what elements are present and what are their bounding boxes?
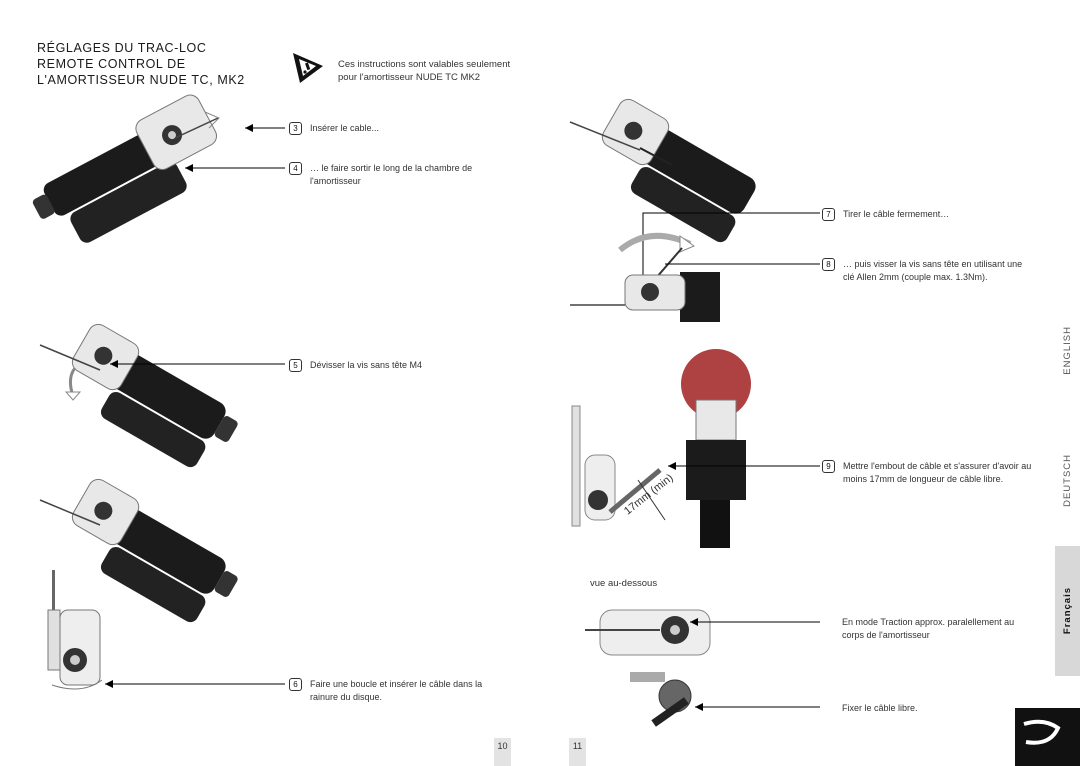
step-text: Dévisser la vis sans tête M4 bbox=[310, 360, 423, 370]
step-6: 6 Faire une boucle et insérer le câble d… bbox=[289, 678, 490, 704]
shock-illustration-5 bbox=[569, 98, 820, 282]
brand-logo-icon bbox=[1015, 708, 1080, 766]
step-number: 4 bbox=[289, 162, 302, 175]
step-5: 5 Dévisser la vis sans tête M4 bbox=[289, 359, 422, 372]
page-number-right: 11 bbox=[569, 738, 586, 766]
step-text: … le faire sortir le long de la chambre … bbox=[310, 163, 473, 186]
title-line-3: L'AMORTISSEUR NUDE TC, MK2 bbox=[37, 73, 245, 87]
bottom-note-1: En mode Traction approx. paralellement a… bbox=[842, 617, 1015, 640]
step-number: 6 bbox=[289, 678, 302, 691]
step-9: 9 Mettre l'embout de câble et s'assurer … bbox=[822, 460, 1038, 486]
tab-deutsch[interactable]: DEUTSCH bbox=[1055, 448, 1080, 512]
step-3: 3 Insérer le cable... bbox=[289, 122, 379, 135]
bottom-view-illustration bbox=[585, 609, 820, 727]
step-text: Faire une boucle et insérer le câble dan… bbox=[310, 679, 483, 702]
tab-francais-label: Français bbox=[1062, 587, 1073, 635]
bottom-note-2: Fixer le câble libre. bbox=[842, 703, 918, 713]
warning-line-2: pour l'amortisseur NUDE TC MK2 bbox=[338, 72, 481, 83]
title-line-2: REMOTE CONTROL DE bbox=[37, 57, 186, 71]
step-4: 4 … le faire sortir le long de la chambr… bbox=[289, 162, 500, 188]
shock-illustration-6 bbox=[570, 232, 820, 322]
step-8: 8 … puis visser la vis sans tête en util… bbox=[822, 258, 1033, 284]
step-number: 3 bbox=[289, 122, 302, 135]
shock-illustration-7 bbox=[571, 349, 820, 548]
step-number: 9 bbox=[822, 460, 835, 473]
tab-english[interactable]: ENGLISH bbox=[1055, 320, 1080, 380]
bottom-view-label: vue au-dessous bbox=[590, 578, 658, 589]
shock-illustration-4 bbox=[47, 570, 285, 690]
title-line-1: RÉGLAGES DU TRAC-LOC bbox=[37, 41, 207, 55]
step-number: 7 bbox=[822, 208, 835, 221]
step-text: Tirer le câble fermement… bbox=[843, 209, 950, 219]
tab-deutsch-label: DEUTSCH bbox=[1062, 453, 1073, 507]
shock-illustration-3 bbox=[39, 478, 238, 623]
step-text: … puis visser la vis sans tête en utilis… bbox=[843, 259, 1023, 282]
page-title: RÉGLAGES DU TRAC-LOC REMOTE CONTROL DE L… bbox=[37, 40, 245, 88]
shock-illustration-1 bbox=[32, 94, 285, 243]
step-7: 7 Tirer le câble fermement… bbox=[822, 208, 949, 221]
tab-francais[interactable]: Français bbox=[1055, 546, 1080, 676]
tab-english-label: ENGLISH bbox=[1062, 325, 1073, 375]
step-text: Insérer le cable... bbox=[310, 123, 380, 133]
warning-triangle-icon bbox=[290, 50, 326, 86]
warning-note: Ces instructions sont valables seulement… bbox=[338, 58, 510, 84]
step-number: 5 bbox=[289, 359, 302, 372]
page-number-left: 10 bbox=[494, 738, 511, 766]
warning-line-1: Ces instructions sont valables seulement bbox=[338, 59, 511, 70]
step-text: Mettre l'embout de câble et s'assurer d'… bbox=[843, 461, 1032, 484]
step-number: 8 bbox=[822, 258, 835, 271]
shock-illustration-2 bbox=[39, 323, 285, 468]
